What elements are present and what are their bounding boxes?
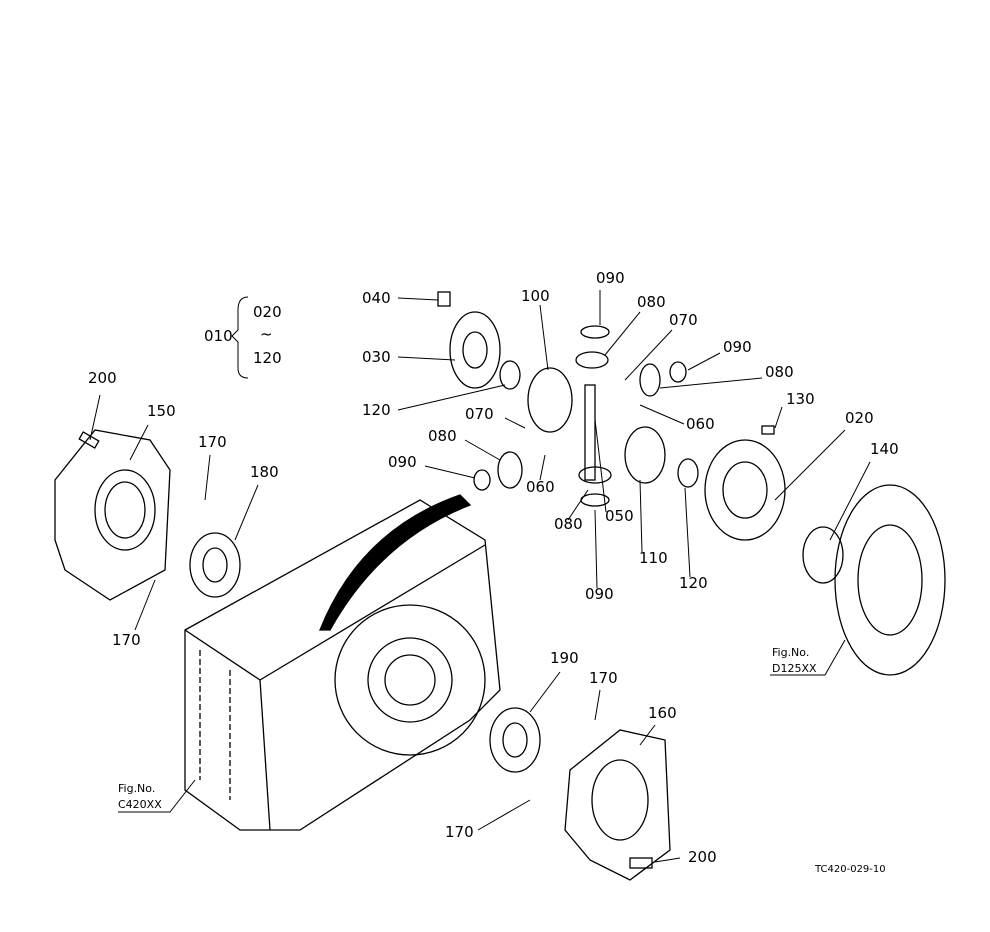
part-label: 200 (88, 369, 117, 387)
part-label: 110 (639, 549, 668, 567)
group-parent-label: 010 (204, 327, 233, 345)
fig-ref-line1: Fig.No. (772, 646, 810, 659)
part-label: 140 (870, 440, 899, 458)
part-label: 060 (686, 415, 715, 433)
part-label: 040 (362, 289, 391, 307)
part-label: 030 (362, 348, 391, 366)
leader-lines (89, 290, 871, 863)
part-label: 090 (388, 453, 417, 471)
drawing-code: TC420-029-10 (815, 864, 886, 875)
part-label: 090 (585, 585, 614, 603)
part-label: 070 (465, 405, 494, 423)
differential-parts (437, 291, 946, 676)
part-label: 150 (147, 402, 176, 420)
part-label: 120 (362, 401, 391, 419)
part-label: 060 (526, 478, 555, 496)
flange-160 (489, 707, 671, 881)
part-label: 050 (605, 507, 634, 525)
transmission-case (184, 494, 501, 831)
part-label: 090 (596, 269, 625, 287)
fig-ref-d125xx[interactable]: D125XX (772, 662, 817, 675)
part-label: 170 (589, 669, 618, 687)
part-label: 070 (669, 311, 698, 329)
fig-ref-line1: Fig.No. (118, 782, 156, 795)
part-label: 130 (786, 390, 815, 408)
flange-150 (54, 429, 241, 601)
part-label: 190 (550, 649, 579, 667)
part-label: 080 (554, 515, 583, 533)
part-label: 200 (688, 848, 717, 866)
group-tilde: ~ (260, 325, 273, 343)
part-label: 160 (648, 704, 677, 722)
group-to-label: 120 (253, 349, 282, 367)
part-label: 170 (112, 631, 141, 649)
part-label: 080 (428, 427, 457, 445)
part-label: 170 (198, 433, 227, 451)
part-label: 090 (723, 338, 752, 356)
part-label: 120 (679, 574, 708, 592)
part-label: 080 (637, 293, 666, 311)
fig-ref-c420xx[interactable]: C420XX (118, 798, 162, 811)
group-from-label: 020 (253, 303, 282, 321)
part-label: 170 (445, 823, 474, 841)
part-label: 080 (765, 363, 794, 381)
part-label: 100 (521, 287, 550, 305)
part-label: 020 (845, 409, 874, 427)
part-label: 180 (250, 463, 279, 481)
